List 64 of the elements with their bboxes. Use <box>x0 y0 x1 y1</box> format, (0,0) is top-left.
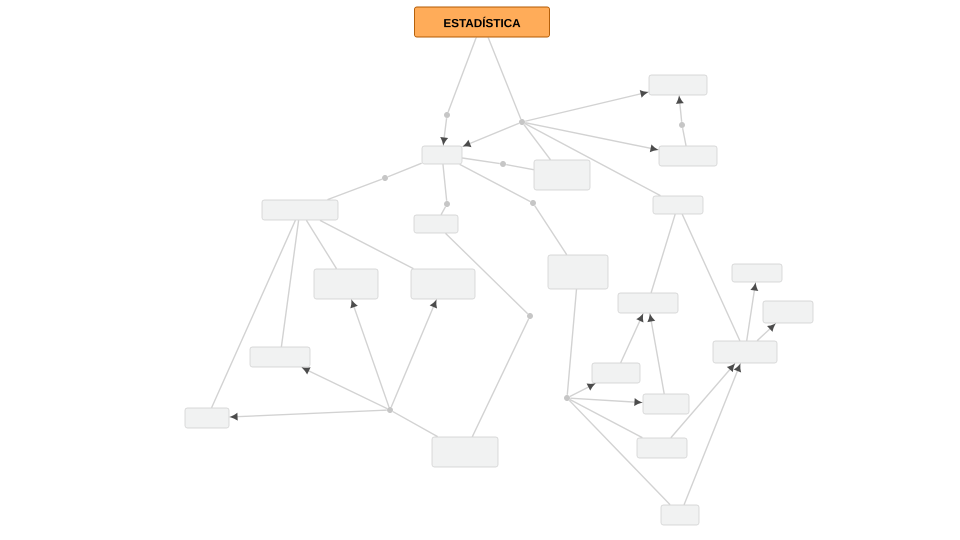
concept-box <box>422 146 462 164</box>
connector <box>388 162 422 178</box>
connector <box>211 220 296 408</box>
connector <box>392 410 438 438</box>
connector <box>682 128 687 146</box>
connector <box>472 318 530 437</box>
concept-box <box>660 504 700 526</box>
connector <box>440 206 446 215</box>
connector <box>459 164 530 202</box>
concept-box <box>410 268 476 300</box>
connector <box>390 300 437 408</box>
concept-box <box>432 436 498 468</box>
concept-box <box>658 146 718 166</box>
connector <box>445 232 528 314</box>
connector <box>350 300 390 408</box>
concept-box <box>648 74 708 96</box>
concept-box <box>618 292 678 314</box>
concept-box <box>414 214 458 234</box>
connector <box>306 220 338 270</box>
connector <box>648 314 665 394</box>
connector <box>230 409 387 420</box>
connector <box>506 164 534 170</box>
connector <box>302 368 388 410</box>
concept-box <box>250 346 310 368</box>
connector <box>570 398 643 438</box>
concept-box <box>762 300 814 324</box>
concept-box <box>314 268 378 300</box>
concept-box <box>652 196 704 214</box>
connector <box>320 220 414 270</box>
connector <box>570 397 642 406</box>
connector <box>524 90 648 122</box>
connector <box>682 214 740 341</box>
connector <box>462 157 500 164</box>
connector <box>327 178 382 200</box>
connector <box>488 37 522 120</box>
connector <box>620 314 644 363</box>
concept-box <box>732 264 782 282</box>
concept-box <box>548 254 608 290</box>
connector <box>566 289 578 395</box>
connector <box>756 324 775 342</box>
connector <box>570 384 594 398</box>
connector <box>280 220 300 347</box>
connector <box>568 400 671 506</box>
connector <box>683 364 741 505</box>
connector <box>523 124 551 160</box>
connector <box>464 122 520 147</box>
connector <box>447 37 477 112</box>
concept-box <box>712 340 778 364</box>
concept-box <box>642 394 690 414</box>
concept-box <box>592 362 640 384</box>
concept-box <box>534 160 590 190</box>
connector <box>676 96 684 122</box>
concept-box <box>636 438 688 458</box>
connector <box>746 284 758 341</box>
connector <box>650 214 676 293</box>
connector <box>524 122 661 196</box>
concept-box <box>262 200 338 220</box>
connector <box>442 164 448 201</box>
connector <box>670 364 734 438</box>
concept-box <box>184 408 230 428</box>
connector <box>440 118 448 144</box>
title-box: ESTADÍSTICA <box>414 6 550 38</box>
connector <box>534 205 568 256</box>
connector <box>525 122 658 152</box>
